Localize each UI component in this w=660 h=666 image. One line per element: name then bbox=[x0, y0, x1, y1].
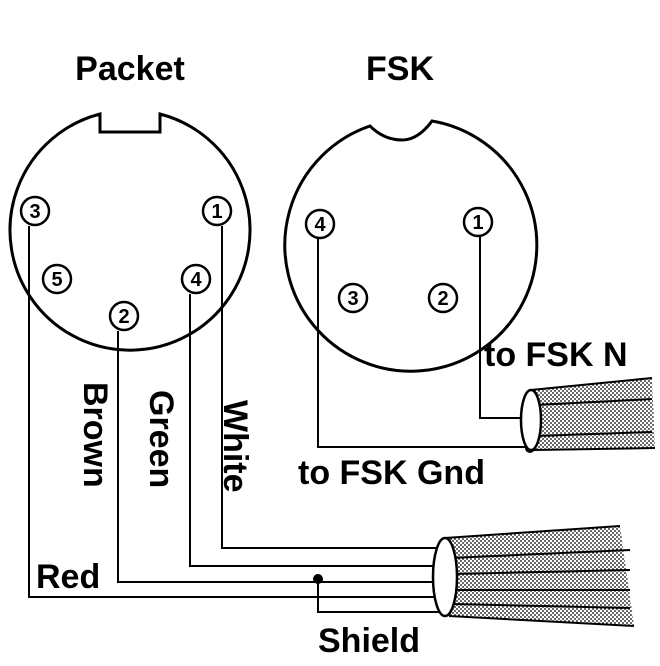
packet-pin-2: 2 bbox=[108, 300, 140, 332]
label-red: Red bbox=[36, 558, 100, 596]
svg-text:5: 5 bbox=[51, 269, 62, 291]
fsk-connector bbox=[283, 119, 539, 373]
fsk-pin-1: 1 bbox=[462, 206, 494, 238]
packet-pin-5: 5 bbox=[41, 263, 73, 295]
shield-junction bbox=[313, 574, 323, 584]
wire-shield bbox=[317, 578, 440, 613]
svg-text:2: 2 bbox=[437, 288, 448, 310]
label-white: White bbox=[216, 400, 254, 493]
svg-text:3: 3 bbox=[29, 201, 40, 223]
packet-connector bbox=[8, 112, 252, 352]
svg-text:2: 2 bbox=[118, 306, 129, 328]
label-to-fsk-gnd: to FSK Gnd bbox=[298, 454, 485, 492]
fsk-pin-3: 3 bbox=[337, 282, 369, 314]
wire-fsk-n bbox=[479, 237, 528, 419]
label-shield: Shield bbox=[318, 622, 420, 660]
wire-brown bbox=[117, 331, 440, 583]
fsk-title: FSK bbox=[366, 50, 434, 88]
label-to-fsk-n: to FSK N bbox=[484, 336, 628, 374]
packet-pin-4: 4 bbox=[180, 263, 212, 295]
fsk-cable bbox=[519, 377, 656, 452]
wire-red bbox=[28, 226, 440, 598]
packet-cable bbox=[431, 525, 635, 627]
svg-text:1: 1 bbox=[211, 201, 222, 223]
svg-text:4: 4 bbox=[190, 269, 202, 291]
svg-text:4: 4 bbox=[314, 214, 326, 236]
packet-title: Packet bbox=[75, 50, 185, 88]
fsk-pin-2: 2 bbox=[427, 282, 459, 314]
packet-pin-3: 3 bbox=[19, 195, 51, 227]
wire-fsk-gnd bbox=[317, 239, 530, 448]
fsk-pin-4: 4 bbox=[304, 208, 336, 240]
svg-text:3: 3 bbox=[347, 288, 358, 310]
label-green: Green bbox=[142, 390, 180, 488]
packet-pin-1: 1 bbox=[201, 195, 233, 227]
wire-green bbox=[189, 294, 440, 567]
svg-text:1: 1 bbox=[472, 212, 483, 234]
label-brown: Brown bbox=[76, 382, 114, 488]
wire-white bbox=[221, 226, 440, 549]
